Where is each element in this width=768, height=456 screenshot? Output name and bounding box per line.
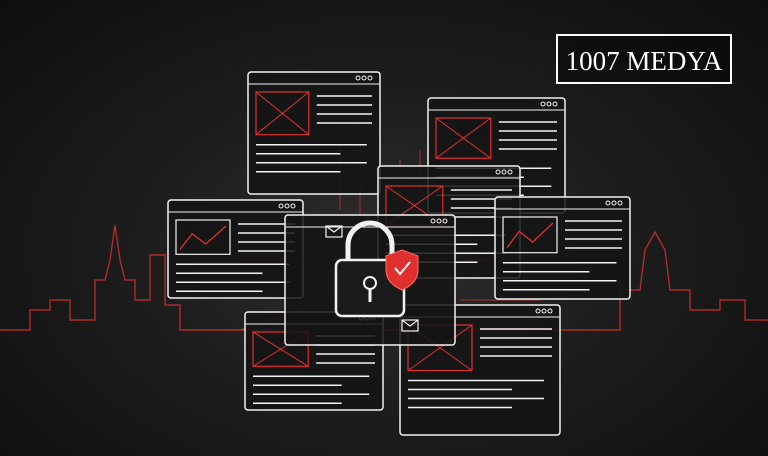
window-control-dot	[436, 218, 442, 224]
window-control-dot	[278, 203, 284, 209]
browser-window	[247, 71, 381, 195]
window-control-dot	[495, 169, 501, 175]
window-control-dot	[501, 169, 507, 175]
window-control-dot	[367, 75, 373, 81]
window-control-dot	[540, 101, 546, 107]
padlock-shield-icon	[325, 220, 419, 332]
window-frame	[494, 196, 631, 300]
window-control-dot	[507, 169, 513, 175]
window-control-dot	[355, 75, 361, 81]
window-frame	[247, 71, 381, 195]
chart-line-icon	[506, 222, 554, 249]
envelope-body	[325, 225, 343, 238]
window-control-dot	[535, 308, 541, 314]
city-skyline	[0, 224, 768, 331]
cross-line	[255, 91, 310, 136]
window-control-dot	[442, 218, 448, 224]
window-control-dot	[605, 200, 611, 206]
envelope-flap	[325, 225, 343, 233]
skyline-outline	[0, 224, 768, 331]
browser-window	[494, 196, 631, 300]
check-icon	[394, 261, 411, 276]
window-control-dot	[361, 75, 367, 81]
window-control-dot	[547, 308, 553, 314]
envelope-icon	[401, 319, 419, 332]
window-frame	[167, 199, 304, 299]
envelope-body	[401, 319, 419, 332]
window-control-dot	[617, 200, 623, 206]
window-control-dot	[290, 203, 296, 209]
cross-line	[435, 117, 492, 159]
window-control-dot	[552, 101, 558, 107]
window-control-dot	[284, 203, 290, 209]
browser-window	[167, 199, 304, 299]
image-placeholder	[175, 219, 231, 255]
envelope-icon	[325, 225, 343, 238]
window-control-dot	[430, 218, 436, 224]
image-placeholder	[435, 117, 492, 159]
image-placeholder	[502, 216, 558, 254]
window-control-dot	[611, 200, 617, 206]
brand-logo: 1007 MEDYA	[556, 34, 732, 84]
window-control-dot	[541, 308, 547, 314]
shield-icon	[385, 249, 419, 291]
image-placeholder	[252, 331, 309, 367]
envelope-flap	[401, 319, 419, 327]
image-placeholder	[255, 91, 310, 136]
lock-shackle	[345, 220, 395, 262]
cross-line	[407, 324, 473, 371]
window-control-dot	[546, 101, 552, 107]
chart-line-icon	[179, 225, 227, 250]
